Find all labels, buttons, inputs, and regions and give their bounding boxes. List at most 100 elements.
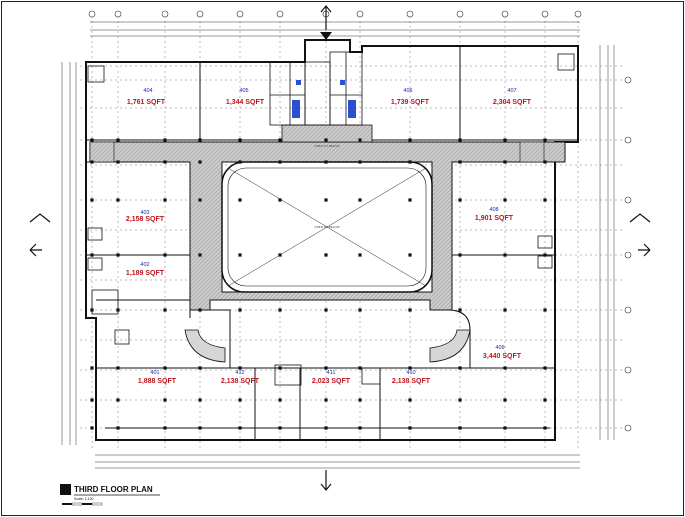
column	[116, 426, 120, 430]
column	[278, 160, 282, 164]
column	[458, 138, 462, 142]
column	[90, 308, 94, 312]
column	[163, 398, 167, 402]
column	[458, 253, 462, 257]
column	[278, 253, 282, 257]
column	[278, 198, 282, 202]
corridor-label: OPEN TO BELOW	[314, 144, 339, 148]
grid-bubble	[541, 10, 549, 18]
unit-409-area: 3,440 SQFT	[483, 353, 522, 360]
column	[278, 366, 282, 370]
column	[358, 253, 362, 257]
structural-columns	[90, 138, 547, 430]
column	[163, 253, 167, 257]
grid-bubble	[624, 306, 632, 314]
column	[543, 160, 547, 164]
column	[358, 366, 362, 370]
column	[543, 426, 547, 430]
column	[163, 308, 167, 312]
column	[238, 366, 242, 370]
column	[163, 198, 167, 202]
column	[238, 198, 242, 202]
column	[238, 138, 242, 142]
column	[116, 308, 120, 312]
grid-bubble	[501, 10, 509, 18]
unit-404-area: 1,761 SQFT	[127, 99, 166, 106]
column	[238, 308, 242, 312]
column	[116, 366, 120, 370]
unit-410-number: 410	[406, 370, 415, 376]
column	[408, 308, 412, 312]
column	[238, 426, 242, 430]
column	[358, 308, 362, 312]
grid-bubble	[624, 424, 632, 432]
unit-408-area: 1,901 SQFT	[475, 215, 514, 222]
unit-407-number: 407	[507, 88, 516, 94]
column	[324, 253, 328, 257]
escalators	[184, 329, 471, 363]
column	[358, 398, 362, 402]
column	[198, 138, 202, 142]
column	[198, 160, 202, 164]
grid-bubble	[88, 10, 96, 18]
column	[543, 308, 547, 312]
section-markers	[29, 5, 651, 491]
unit-403-number: 403	[140, 210, 149, 216]
unit-402-number: 402	[140, 262, 149, 268]
grid-bubble	[624, 76, 632, 84]
grid-bubble	[456, 10, 464, 18]
column	[503, 253, 507, 257]
column	[198, 426, 202, 430]
unit-405-number: 405	[239, 88, 248, 94]
column	[324, 198, 328, 202]
column	[278, 426, 282, 430]
column	[408, 138, 412, 142]
column	[408, 426, 412, 430]
title-block: THIRD FLOOR PLAN Scale: 1:120	[60, 484, 160, 506]
grid-bubble	[574, 10, 582, 18]
unit-labels: 404 1,761 SQFT 405 1,344 SQFT 406 1,739 …	[126, 88, 532, 385]
title-marker	[60, 484, 71, 495]
column	[198, 398, 202, 402]
column	[543, 198, 547, 202]
column	[90, 138, 94, 142]
column	[198, 198, 202, 202]
unit-401-area: 1,888 SQFT	[138, 378, 177, 385]
unit-412-area: 2,138 SQFT	[221, 378, 260, 385]
column	[408, 366, 412, 370]
column	[324, 398, 328, 402]
column	[116, 138, 120, 142]
unit-404-number: 404	[143, 88, 152, 94]
unit-405-area: 1,344 SQFT	[226, 99, 265, 106]
column	[90, 426, 94, 430]
grid-bubble	[114, 10, 122, 18]
unit-403-area: 2,158 SQFT	[126, 216, 165, 223]
drawing-scale: Scale: 1:120	[74, 497, 94, 501]
column	[458, 160, 462, 164]
column	[90, 398, 94, 402]
scale-bar	[62, 502, 103, 506]
top-dimensions	[90, 21, 580, 37]
column	[458, 426, 462, 430]
atrium	[221, 161, 433, 293]
unit-409-number: 409	[495, 345, 504, 351]
column	[543, 253, 547, 257]
column	[408, 198, 412, 202]
grid-bubble	[276, 10, 284, 18]
column	[238, 398, 242, 402]
column	[90, 366, 94, 370]
unit-407-area: 2,304 SQFT	[493, 99, 532, 106]
column	[408, 253, 412, 257]
drawing-title: THIRD FLOOR PLAN	[74, 485, 153, 494]
unit-406-number: 406	[403, 88, 412, 94]
unit-408-number: 408	[489, 207, 498, 213]
grid-bubble	[624, 251, 632, 259]
building-walls	[85, 39, 579, 441]
column	[458, 398, 462, 402]
column	[503, 160, 507, 164]
unit-411-number: 411	[327, 370, 336, 376]
grid-bubble	[624, 196, 632, 204]
restroom-fixtures	[292, 80, 356, 118]
